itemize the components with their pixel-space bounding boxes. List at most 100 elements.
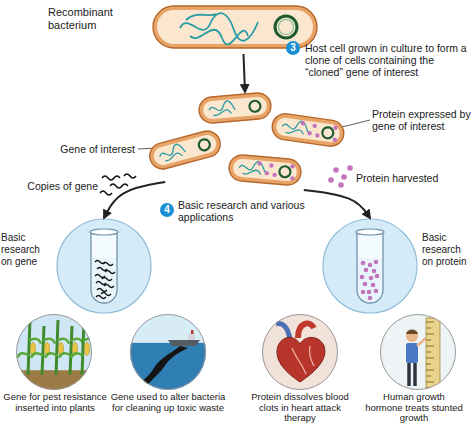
protein-dot bbox=[360, 275, 365, 280]
chart-tick bbox=[426, 376, 431, 377]
image-border bbox=[17, 315, 92, 390]
gene-copy bbox=[102, 278, 112, 281]
gene-copy bbox=[97, 268, 107, 271]
protein-dot bbox=[371, 283, 376, 288]
gene-copy bbox=[100, 191, 112, 195]
cell-wall bbox=[147, 128, 223, 172]
node-text: Human growth hormone treats stunted grow… bbox=[364, 392, 464, 424]
tube-liquid bbox=[92, 258, 116, 302]
chart-tick bbox=[426, 358, 434, 359]
gene-copy bbox=[101, 293, 111, 296]
gene-copy bbox=[105, 271, 115, 274]
ship-deck bbox=[188, 334, 195, 340]
gene-copy bbox=[97, 289, 107, 292]
cytoplasm bbox=[202, 96, 267, 120]
cell-wall bbox=[271, 112, 346, 148]
node-outline bbox=[380, 314, 456, 390]
protein-dot bbox=[367, 290, 372, 295]
chromosome bbox=[158, 142, 187, 162]
gene-copy bbox=[104, 285, 114, 288]
ship-funnel bbox=[191, 330, 194, 334]
protein-dot bbox=[338, 182, 344, 188]
protein-dot bbox=[269, 163, 274, 168]
node-text: Gene used to alter bacteria for cleaning… bbox=[108, 392, 228, 413]
protein-dot bbox=[257, 161, 262, 166]
chromosome bbox=[208, 100, 235, 116]
gene-copy bbox=[110, 184, 128, 188]
plasmid bbox=[279, 166, 291, 178]
chart-tick bbox=[426, 382, 434, 383]
corn-leaf bbox=[29, 339, 41, 344]
protein-dot bbox=[333, 125, 338, 130]
cell-clone: Host cell grown in culture to form a clo… bbox=[140, 92, 350, 192]
protein-dot bbox=[332, 137, 337, 142]
background bbox=[262, 314, 338, 390]
corn-leaf bbox=[31, 353, 43, 358]
cell-wall bbox=[198, 92, 272, 124]
ship-hull bbox=[168, 340, 200, 346]
background bbox=[380, 314, 456, 390]
coronary-vessel bbox=[292, 346, 314, 374]
process-arrow bbox=[304, 190, 370, 218]
part-label: Protein expressed by gene of interest bbox=[372, 108, 472, 132]
chromosome bbox=[180, 13, 258, 44]
protein-research-circle: Basic research on protein bbox=[322, 218, 418, 314]
node-text: Recombinant bacterium bbox=[48, 6, 140, 32]
protein-dot bbox=[290, 164, 295, 169]
tube-liquid bbox=[358, 258, 382, 302]
child-shirt bbox=[406, 343, 418, 363]
node-outline bbox=[130, 314, 206, 390]
child-arm bbox=[417, 338, 426, 346]
chart-tick bbox=[426, 352, 431, 353]
corn-leaf bbox=[59, 353, 71, 358]
step-label: Basic research and various applications bbox=[178, 199, 308, 223]
cytoplasm bbox=[232, 158, 297, 182]
protein-dot bbox=[290, 176, 295, 181]
application-image: Protein dissolves blood clots in heart a… bbox=[262, 314, 338, 390]
chromosome bbox=[239, 160, 266, 176]
protein-dot bbox=[272, 172, 277, 177]
protein-dot bbox=[374, 289, 379, 294]
node-outline bbox=[56, 218, 152, 314]
gene-copy bbox=[124, 174, 136, 178]
chart-tick bbox=[426, 334, 434, 335]
node-text: Basic research on gene bbox=[1, 232, 53, 268]
node-outline bbox=[322, 218, 418, 314]
corn-leaf bbox=[57, 339, 69, 344]
callout-number: 3 bbox=[286, 41, 300, 55]
corn-leaf bbox=[43, 339, 55, 344]
callout-number: 4 bbox=[160, 203, 174, 217]
test-tube bbox=[91, 232, 117, 303]
corn-leaf bbox=[45, 353, 57, 358]
image-border bbox=[381, 315, 456, 390]
gene-copy bbox=[102, 176, 120, 180]
protein-dot bbox=[264, 171, 269, 176]
application-image: Gene used to alter bacteria for cleaning… bbox=[130, 314, 206, 390]
node-outline bbox=[140, 92, 350, 192]
chart-tick bbox=[426, 328, 431, 329]
chromosome bbox=[281, 119, 309, 136]
plasmid bbox=[275, 16, 297, 38]
protein-dot bbox=[374, 260, 379, 265]
child-head bbox=[406, 330, 418, 342]
node-text: Host cell grown in culture to form a clo… bbox=[305, 42, 470, 78]
chart-tick bbox=[426, 322, 434, 323]
cell-wall bbox=[228, 154, 302, 186]
corn-leaf bbox=[71, 339, 83, 344]
protein-dot bbox=[333, 167, 339, 173]
protein-dot bbox=[375, 274, 380, 279]
chart-tick bbox=[426, 346, 434, 347]
illustration bbox=[262, 314, 338, 390]
host-cell bbox=[198, 92, 272, 124]
corn-stalk bbox=[42, 326, 44, 375]
process-arrow bbox=[104, 182, 165, 218]
gene-research-circle: Basic research on gene bbox=[56, 218, 152, 314]
research-circle bbox=[323, 219, 417, 313]
corn-leaf bbox=[71, 353, 83, 358]
protein-dot bbox=[368, 263, 373, 268]
chart-tick bbox=[426, 370, 434, 371]
plasmid bbox=[249, 100, 261, 112]
growth-chart bbox=[426, 318, 440, 394]
